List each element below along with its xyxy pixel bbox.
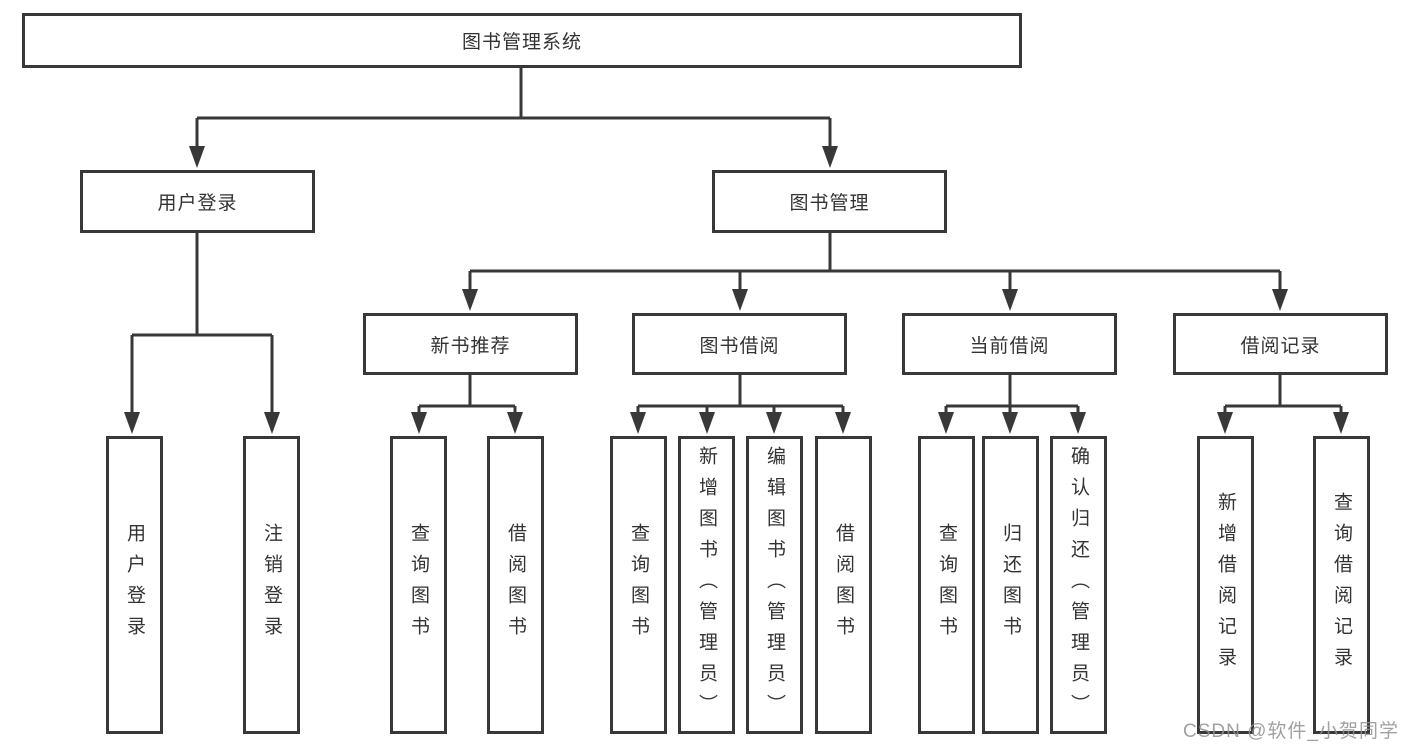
leaf-add-borrow-record: 新增借阅记录 [1197, 436, 1254, 734]
leaf-borrow-books: 借阅图书 [815, 436, 872, 734]
leaf-query-books-borrow: 查询图书 [610, 436, 667, 734]
leaf-query-borrow-record: 查询借阅记录 [1313, 436, 1370, 734]
node-book-management: 图书管理 [712, 170, 947, 233]
node-book-borrowing: 图书借阅 [632, 313, 847, 375]
leaf-add-books-admin: 新增图书（管理员） [678, 436, 735, 734]
leaf-logout: 注销登录 [243, 436, 300, 734]
leaf-return-books: 归还图书 [982, 436, 1039, 734]
node-current-borrowing: 当前借阅 [902, 313, 1117, 375]
leaf-query-books-rec: 查询图书 [390, 436, 447, 734]
node-borrowing-records: 借阅记录 [1173, 313, 1388, 375]
leaf-edit-books-admin: 编辑图书（管理员） [746, 436, 803, 734]
csdn-watermark: CSDN @软件_小贺同学 [1183, 721, 1399, 742]
leaf-borrow-books-rec: 借阅图书 [487, 436, 544, 734]
node-library-management-system: 图书管理系统 [22, 13, 1022, 68]
leaf-user-login: 用户登录 [106, 436, 163, 734]
node-new-book-recommendation: 新书推荐 [363, 313, 578, 375]
leaf-confirm-return-admin: 确认归还（管理员） [1050, 436, 1107, 734]
node-user-login: 用户登录 [80, 170, 315, 233]
leaf-query-books-current: 查询图书 [918, 436, 975, 734]
arrowheads [124, 146, 1349, 434]
